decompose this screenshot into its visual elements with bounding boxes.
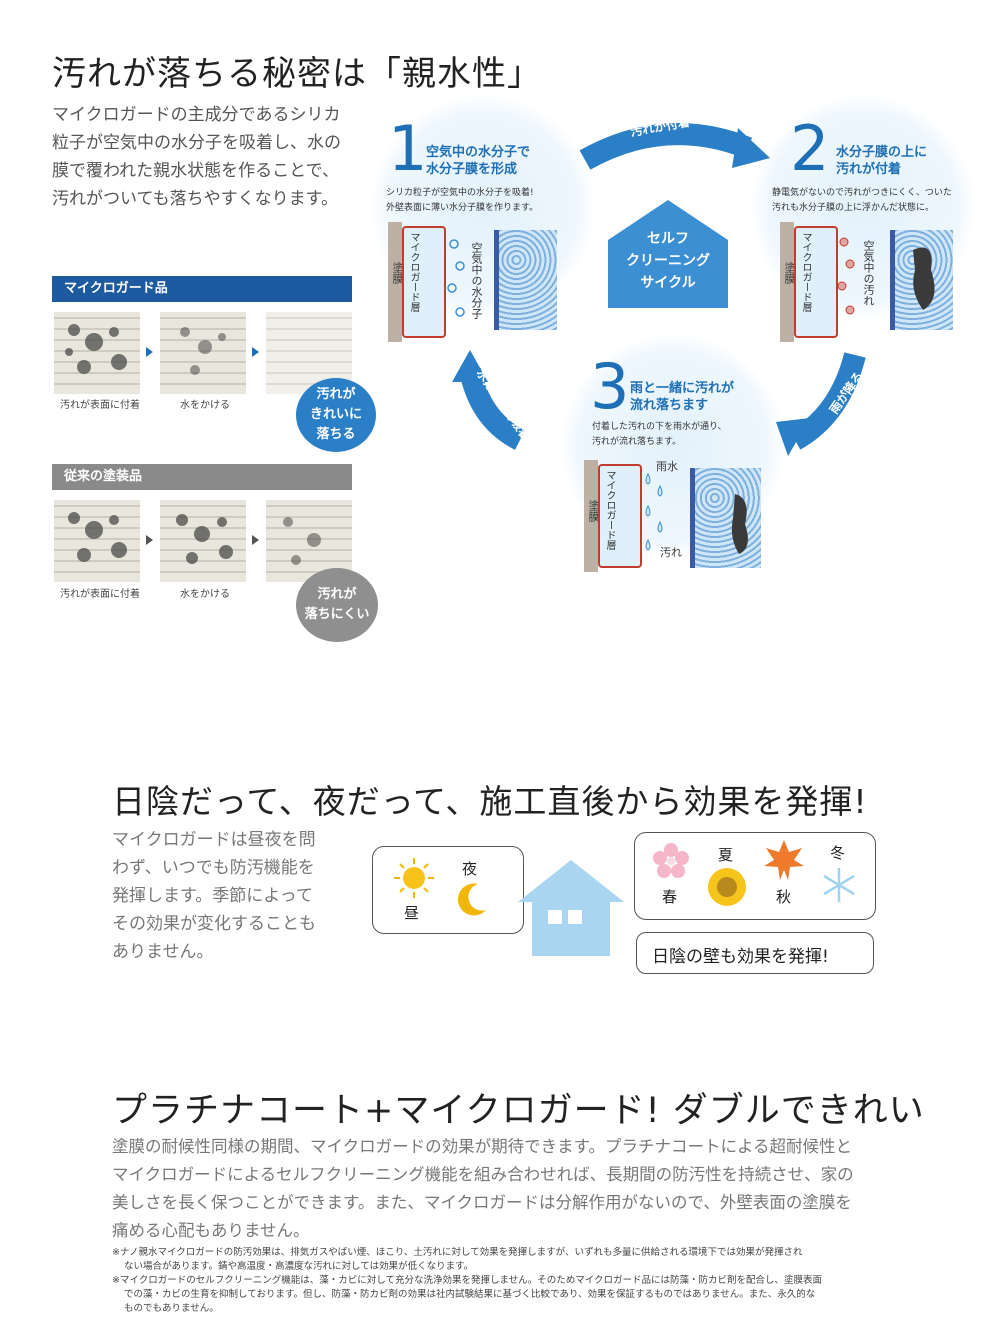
day-label: 昼 bbox=[404, 904, 420, 922]
spring-label: 春 bbox=[662, 888, 678, 906]
winter-label: 冬 bbox=[830, 844, 846, 862]
step2-description: 静電気がないので汚れがつきにくく、ついた 汚れも水分子膜の上に浮かんだ状態に。 bbox=[772, 188, 952, 213]
cycle-arrows bbox=[452, 123, 866, 456]
footnote-line: ものでもありません。 bbox=[124, 1303, 219, 1314]
air-water-label: 空気中の水分子 bbox=[470, 242, 483, 319]
day-night-bubble bbox=[372, 846, 524, 934]
desc-line: 痛める心配もありません。 bbox=[112, 1221, 310, 1240]
arrow-right-icon bbox=[252, 347, 259, 357]
sunflower-icon bbox=[708, 868, 746, 906]
section2-title: 日陰だって、夜だって、施工直後から効果を発揮! bbox=[112, 782, 868, 821]
dirt-label: 汚れ bbox=[660, 546, 682, 559]
legacy-header: 従来の塗装品 bbox=[52, 464, 352, 490]
desc-line: ありません。 bbox=[112, 942, 214, 962]
step1-number: 1 bbox=[388, 112, 428, 185]
coat-wall bbox=[584, 460, 598, 572]
autumn-label: 秋 bbox=[776, 888, 792, 906]
microguard-layer-label: マイクロガード層 bbox=[800, 232, 811, 312]
desc-line: マイクロガードの主成分であるシリカ bbox=[52, 105, 341, 125]
dirty-wall-panel-illustration bbox=[890, 230, 953, 330]
rainwater-label: 雨水 bbox=[656, 460, 678, 473]
step1-description: シリカ粒子が空気中の水分子を吸着! 外壁表面に薄い水分子膜を作ります。 bbox=[386, 188, 539, 213]
step2-number: 2 bbox=[790, 112, 830, 185]
desc-line: 塗膜の耐候性同様の期間、マイクロガードの効果が期待できます。プラチナコートによる… bbox=[112, 1137, 853, 1156]
self-cleaning-cycle-label: セルフ クリーニング サイクル bbox=[626, 231, 710, 291]
coat-label: 塗膜 bbox=[783, 262, 796, 284]
coat-wall bbox=[780, 222, 794, 342]
microguard-header: マイクロガード品 bbox=[52, 276, 352, 302]
maple-leaf-icon bbox=[764, 840, 804, 880]
arrow-right-icon bbox=[146, 535, 153, 545]
section3-description: 塗膜の耐候性同様の期間、マイクロガードの効果が期待できます。プラチナコートによる… bbox=[112, 1133, 902, 1245]
washing-wall-photo bbox=[160, 312, 246, 394]
desc-line: 美しさを長く保つことができます。また、マイクロガードは分解作用がないので、外壁表… bbox=[112, 1193, 852, 1212]
arrow-right-icon bbox=[252, 535, 259, 545]
section1-description: マイクロガードの主成分であるシリカ 粒子が空気中の水分子を吸着し、水の 膜で覆わ… bbox=[52, 101, 372, 213]
desc-line: 膜で覆われた親水状態を作ることで、 bbox=[52, 161, 339, 181]
desc-line: わず、いつでも防汚機能を bbox=[112, 858, 315, 878]
footnote-line: ※マイクロガードのセルフクリーニング機能は、藻・カビに対して充分な洗浄効果を発揮… bbox=[112, 1275, 823, 1286]
legacy-dirty-photo bbox=[54, 500, 140, 582]
shade-bubble bbox=[636, 932, 874, 974]
summer-label: 夏 bbox=[718, 846, 734, 864]
caption-water: 水をかける bbox=[180, 589, 230, 600]
dirt-particle-icons bbox=[837, 237, 855, 315]
microguard-layer bbox=[794, 226, 838, 338]
result-not-clean-badge: 汚れが 落ちにくい bbox=[296, 568, 378, 642]
legacy-washing-photo bbox=[160, 500, 246, 582]
microguard-layer-label: マイクロガード層 bbox=[604, 470, 615, 550]
snowflake-icon bbox=[823, 868, 855, 902]
desc-line: マイクロガードは昼夜を問 bbox=[112, 830, 316, 850]
footnotes: ※ナノ親水マイクロガードの防汚効果は、排気ガスやばい煙、ほこり、土汚れに対して効… bbox=[112, 1246, 892, 1316]
caption-water: 水をかける bbox=[180, 400, 230, 411]
section1-title: 汚れが落ちる秘密は「親水性」 bbox=[52, 54, 542, 94]
desc-line: マイクロガードによるセルフクリーニング機能を組み合わせれば、長期間の防汚性を持続… bbox=[112, 1165, 854, 1184]
microguard-layer-label: マイクロガード層 bbox=[408, 232, 419, 312]
coat-label: 塗膜 bbox=[391, 262, 404, 284]
desc-line: 汚れがついても落ちやすくなります。 bbox=[52, 189, 338, 209]
raindrop-icons bbox=[645, 472, 663, 551]
dirty-wall-photo bbox=[54, 312, 140, 394]
section3-title: プラチナコート+マイクロガード! ダブルできれい bbox=[112, 1091, 925, 1131]
shade-effect-text: 日陰の壁も効果を発揮! bbox=[652, 947, 829, 967]
house-icon bbox=[518, 860, 624, 956]
coat-label: 塗膜 bbox=[587, 500, 600, 522]
night-label: 夜 bbox=[462, 860, 478, 878]
step3-description: 付着した汚れの下を雨水が通り、 汚れが流れ落ちます。 bbox=[592, 422, 727, 447]
arrow-right-icon bbox=[146, 347, 153, 357]
cherry-blossom-icon bbox=[653, 843, 689, 878]
microguard-layer bbox=[598, 464, 642, 568]
caption-dirt-attached: 汚れが表面に付着 bbox=[60, 400, 140, 411]
rain-wall-panel-illustration bbox=[690, 468, 761, 568]
step1-title: 空気中の水分子で 水分子膜を形成 bbox=[426, 145, 531, 177]
house-icon bbox=[608, 200, 728, 308]
caption-dirt-attached: 汚れが表面に付着 bbox=[60, 589, 140, 600]
section2-description: マイクロガードは昼夜を問 わず、いつでも防汚機能を 発揮します。季節によって そ… bbox=[112, 826, 352, 966]
sun-icon bbox=[394, 858, 434, 898]
footnote-line: ※ナノ親水マイクロガードの防汚効果は、排気ガスやばい煙、ほこり、土汚れに対して効… bbox=[112, 1247, 803, 1258]
desc-line: 粒子が空気中の水分子を吸着し、水の bbox=[52, 133, 341, 153]
result-clean-badge: 汚れが きれいに 落ちる bbox=[296, 378, 376, 452]
moon-icon bbox=[457, 883, 486, 916]
step2-title: 水分子膜の上に 汚れが付着 bbox=[836, 145, 928, 177]
footnote-line: ない場合があります。錆や高温度・高濃度な汚れに対しては効果が低くなります。 bbox=[124, 1261, 474, 1272]
microguard-layer bbox=[402, 226, 446, 338]
water-molecule-icons bbox=[447, 239, 465, 317]
air-dirt-label: 空気中の汚れ bbox=[862, 240, 875, 306]
step3-title: 雨と一緒に汚れが 流れ落ちます bbox=[630, 381, 735, 413]
footnote-line: での藻・カビの生育を抑制しております。但し、防藻・防カビ剤の効果は社内試験結果に… bbox=[124, 1289, 816, 1300]
wall-panel-illustration bbox=[494, 230, 557, 330]
coat-wall bbox=[388, 222, 402, 342]
step3-number: 3 bbox=[590, 350, 630, 423]
desc-line: 発揮します。季節によって bbox=[112, 886, 313, 906]
desc-line: その効果が変化することも bbox=[112, 914, 316, 934]
